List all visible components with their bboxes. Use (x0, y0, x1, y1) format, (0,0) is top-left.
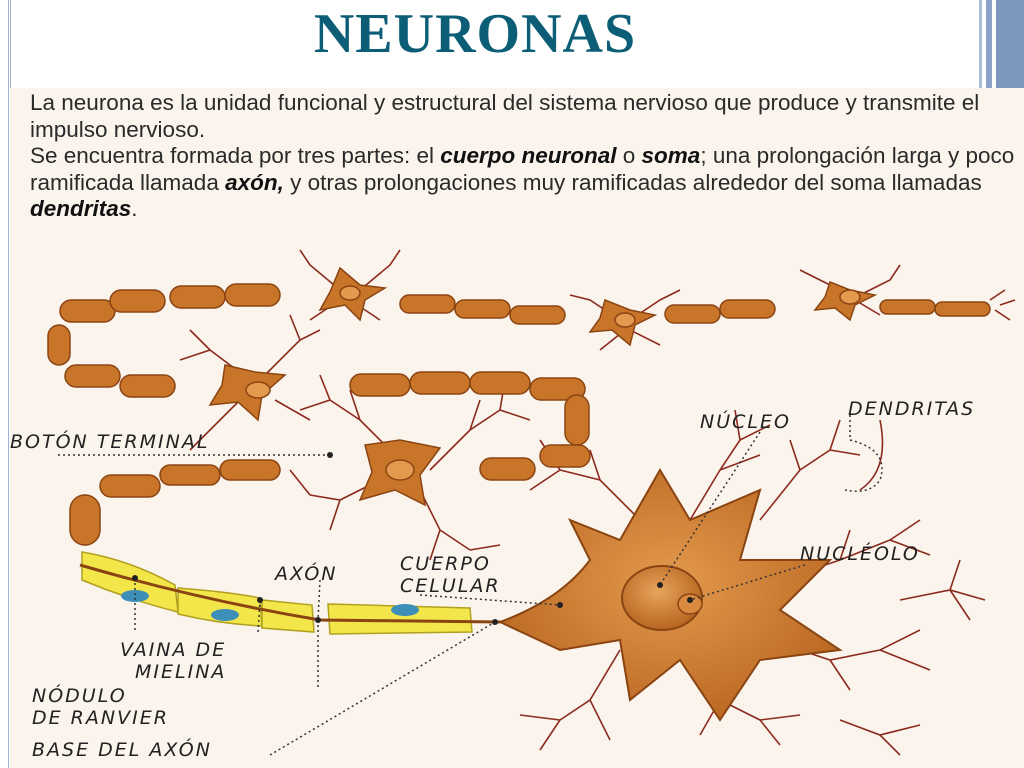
slide-frame-right (976, 0, 1024, 90)
intro-text-g: y otras prolongaciones muy ramificadas a… (283, 169, 982, 195)
slide-title: NEURONAS (313, 3, 637, 65)
nucleus (621, 565, 703, 631)
term-dendritas: dendritas (30, 196, 132, 221)
label-mielina: MIELINA (135, 661, 226, 683)
axon-chain-upper (47, 283, 991, 546)
slide-frame-left (0, 0, 11, 768)
leader-lines (58, 415, 883, 756)
label-cuerpo: CUERPO (400, 553, 491, 575)
intro-text-e: ; una prolongación larga y poco ramifica… (30, 143, 1015, 195)
label-boton-terminal: BOTÓN TERMINAL (10, 429, 209, 453)
term-axon: axón, (225, 169, 284, 195)
label-nucleolo: NUCLÉOLO (800, 542, 920, 565)
label-de-ranvier: DE RANVIER (32, 707, 169, 729)
myelin-sheath (81, 551, 473, 635)
term-cuerpo-neuronal: cuerpo neuronal (440, 143, 617, 168)
leader-dots (132, 452, 693, 625)
axon-line (79, 563, 501, 624)
small-neuron-somas (208, 266, 878, 507)
intro-text-c: o (616, 143, 642, 168)
nucleolus (677, 593, 703, 615)
intro-paragraph-1: La neurona es la unidad funcional y estr… (30, 90, 980, 142)
intro-paragraph-2: Se encuentra formada por tres partes: el… (30, 143, 1015, 223)
intro-text-i: . (131, 196, 138, 221)
label-vaina-de: VAINA DE (120, 639, 226, 661)
label-dendritas: DENDRITAS (848, 398, 975, 420)
label-nucleo: NÚCLEO (700, 409, 791, 433)
label-nodulo: NÓDULO (32, 683, 127, 707)
label-base-del-axon: BASE DEL AXÓN (32, 737, 212, 761)
intro-text-a: Se encuentra formada por tres partes: el (30, 143, 441, 168)
intro-text: La neurona es la unidad funcional y estr… (30, 90, 1015, 223)
label-celular: CELULAR (400, 575, 501, 597)
label-axon: AXÓN (273, 561, 338, 585)
term-soma: soma (641, 143, 701, 168)
